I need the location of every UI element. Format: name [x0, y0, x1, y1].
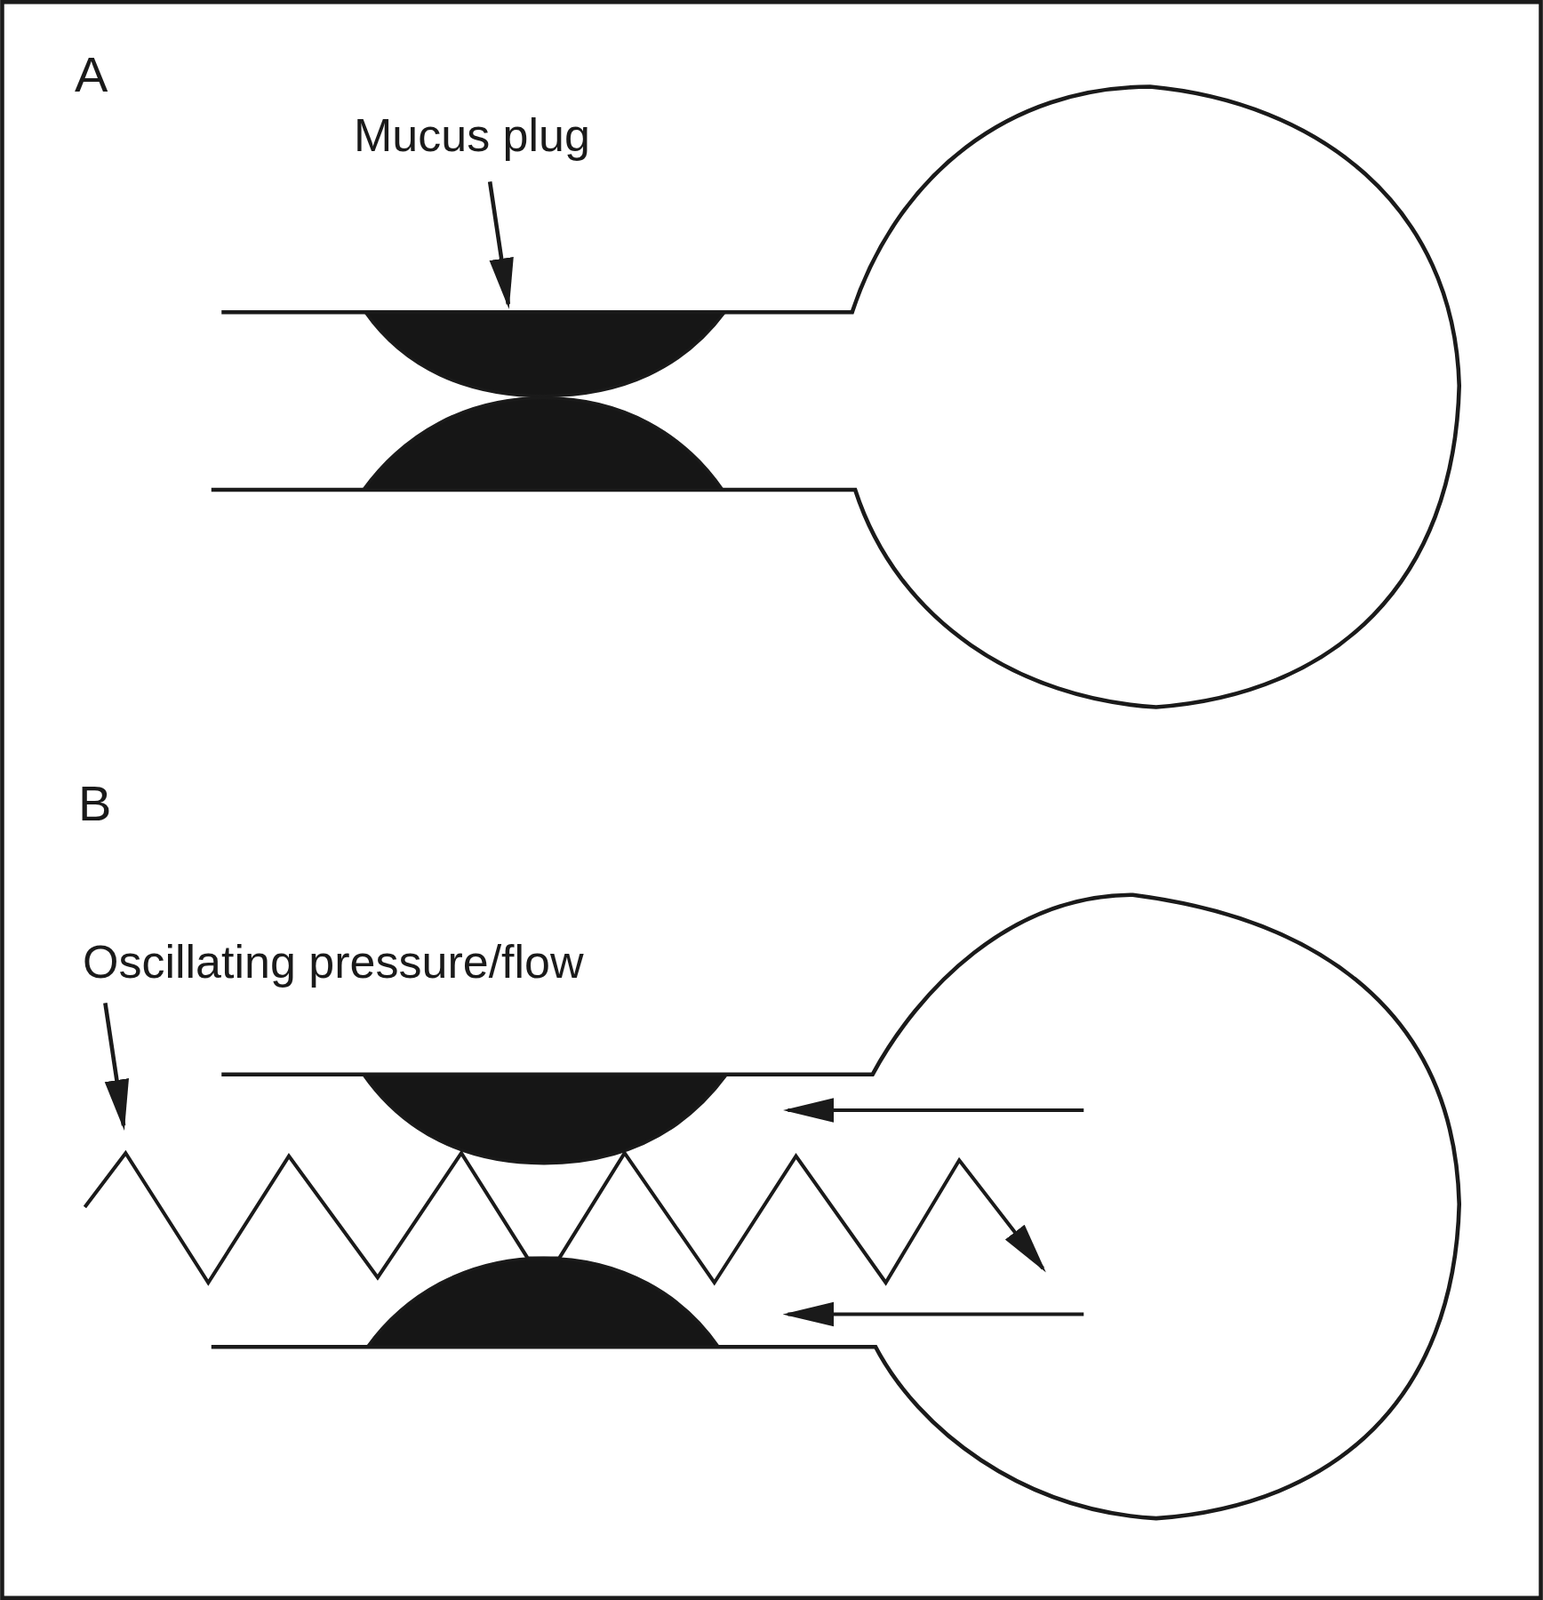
panel-b [84, 895, 1459, 1519]
callout-label: Oscillating pressure/flow [82, 938, 584, 985]
panel-letter: A [74, 49, 108, 100]
panel-a [211, 87, 1460, 708]
panel-letter: B [78, 778, 112, 829]
callout-label: Mucus plug [353, 111, 591, 159]
